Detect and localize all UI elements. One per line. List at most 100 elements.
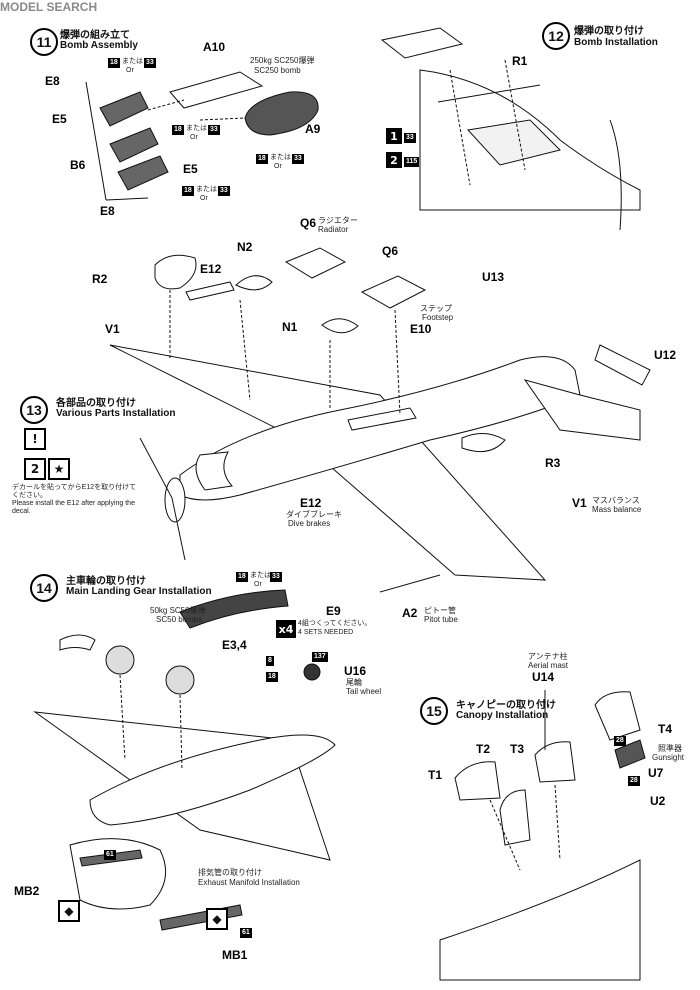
note-bomb250: 250kg SC250爆弾 xyxy=(250,56,315,65)
paint-code-61: 61 xyxy=(104,850,116,860)
step-14-title-jp: 主車輪の取り付け xyxy=(66,576,146,587)
note-gunsight-jp: 照準器 xyxy=(658,744,682,753)
note-exhaust-jp: 排気管の取り付け xyxy=(198,868,262,877)
note-aerial-jp: アンテナ柱 xyxy=(528,652,568,661)
paint-code-18: 18 xyxy=(182,186,194,196)
paint-code-33: 33 xyxy=(270,572,282,582)
paint-mark-2: 2 xyxy=(386,152,402,168)
decal-mark-2: 2 xyxy=(24,458,46,480)
note-radiator-jp: ラジエター xyxy=(318,216,358,225)
part-e5-top: E5 xyxy=(52,112,67,126)
part-t4: T4 xyxy=(658,722,673,736)
note-radiator-en: Radiator xyxy=(318,225,349,234)
part-e12-top: E12 xyxy=(200,262,222,276)
note-bomb50: 50kg SC50爆弾 xyxy=(150,606,206,615)
note-decal-en: Please install the E12 after applying th… xyxy=(12,500,135,515)
note-or-jp: または xyxy=(186,125,207,132)
step-15-title-en: Canopy Installation xyxy=(456,710,549,721)
part-t3: T3 xyxy=(510,742,525,756)
watermark-logo: MODEL SEARCH xyxy=(0,0,98,14)
paint-code-33: 33 xyxy=(292,154,304,164)
step-11-title-en: Bomb Assembly xyxy=(60,40,138,51)
part-n2: N2 xyxy=(237,240,253,254)
step-11-number: 11 xyxy=(30,28,58,56)
note-decal-jp: デカールを貼ってからE12を取り付けてください。 xyxy=(12,484,137,499)
paint-code-28: 28 xyxy=(628,776,640,786)
step-15-number: 15 xyxy=(420,697,448,725)
part-t2: T2 xyxy=(476,742,491,756)
note-footstep-jp: ステップ xyxy=(420,304,452,313)
step-12-number: 12 xyxy=(542,22,570,50)
paint-diamond-icon: ◆ xyxy=(206,908,228,930)
part-e5-bottom: E5 xyxy=(183,162,198,176)
note-or-en: Or xyxy=(200,195,208,202)
note-divebrakes-en: Dive brakes xyxy=(288,519,331,528)
note-or-en: Or xyxy=(274,163,282,170)
paint-code-33: 33 xyxy=(144,58,156,68)
part-a9: A9 xyxy=(305,122,321,136)
step-13-title-jp: 各部品の取り付け xyxy=(56,398,136,409)
part-u2: U2 xyxy=(650,794,666,808)
paint-code-115: 115 xyxy=(404,157,420,167)
paint-code-18: 18 xyxy=(256,154,268,164)
step-15-title-jp: キャノピーの取り付け xyxy=(456,700,556,711)
note-tailwheel-jp: 尾輪 xyxy=(346,678,362,687)
paint-mark-1: 1 xyxy=(386,128,402,144)
note-divebrakes-jp: ダイブブレーキ xyxy=(286,510,342,519)
note-pitot-jp: ピトー管 xyxy=(424,606,456,615)
paint-code-8: 8 xyxy=(266,656,274,666)
paint-diamond-icon: ◆ xyxy=(58,900,80,922)
paint-code-137: 137 xyxy=(312,652,328,662)
part-a2: A2 xyxy=(402,606,418,620)
part-r1: R1 xyxy=(512,54,528,68)
part-u16: U16 xyxy=(344,664,367,678)
part-e8-bottom: E8 xyxy=(100,204,115,218)
part-u13: U13 xyxy=(482,270,505,284)
paint-code-18: 18 xyxy=(266,672,278,682)
part-mb1: MB1 xyxy=(222,948,248,962)
note-footstep-en: Footstep xyxy=(422,313,454,322)
paint-code-18: 18 xyxy=(172,125,184,135)
step-14-number: 14 xyxy=(30,574,58,602)
paint-code-33: 33 xyxy=(404,133,416,143)
part-u14: U14 xyxy=(532,670,555,684)
note-exhaust-en: Exhaust Manifold Installation xyxy=(198,878,300,887)
part-e12-bottom: E12 xyxy=(300,496,322,510)
part-t1: T1 xyxy=(428,768,443,782)
note-sets-jp: 4組つくってください。 xyxy=(298,620,372,627)
note-or-jp: または xyxy=(250,572,271,579)
note-gunsight-en: Gunsight xyxy=(652,753,685,762)
part-mb2: MB2 xyxy=(14,884,40,898)
note-tailwheel-en: Tail wheel xyxy=(346,687,382,696)
note-massbal-jp: マスバランス xyxy=(592,496,640,505)
part-n1: N1 xyxy=(282,320,298,334)
part-e3-4: E3,4 xyxy=(222,638,247,652)
step-12-title-jp: 爆弾の取り付け xyxy=(574,26,644,37)
paint-code-33: 33 xyxy=(208,125,220,135)
note-bomb50-en: SC50 bombs xyxy=(156,615,203,624)
part-u12: U12 xyxy=(654,348,677,362)
paint-code-33: 33 xyxy=(218,186,230,196)
note-or-en: Or xyxy=(190,134,198,141)
part-b6: B6 xyxy=(70,158,86,172)
note-or-jp: または xyxy=(122,58,143,65)
part-v1-right: V1 xyxy=(572,496,587,510)
part-a10: A10 xyxy=(203,40,226,54)
paint-code-61: 61 xyxy=(240,928,252,938)
note-or-en: Or xyxy=(254,581,262,588)
note-massbal-en: Mass balance xyxy=(592,505,642,514)
sets-needed-x4: x4 xyxy=(276,620,296,638)
paint-code-18: 18 xyxy=(236,572,248,582)
part-q6: Q6 xyxy=(382,244,399,258)
decal-star-icon: ★ xyxy=(48,458,70,480)
note-or-jp: または xyxy=(270,154,291,161)
part-q6-radiator: Q6 xyxy=(300,216,317,230)
step-13-title-en: Various Parts Installation xyxy=(56,408,176,419)
paint-code-18: 18 xyxy=(108,58,120,68)
part-r2: R2 xyxy=(92,272,108,286)
note-or-en: Or xyxy=(126,67,134,74)
step-12-title-en: Bomb Installation xyxy=(574,37,658,48)
step-11-title-jp: 爆弾の組み立て xyxy=(60,30,130,41)
note-pitot-en: Pitot tube xyxy=(424,615,458,624)
